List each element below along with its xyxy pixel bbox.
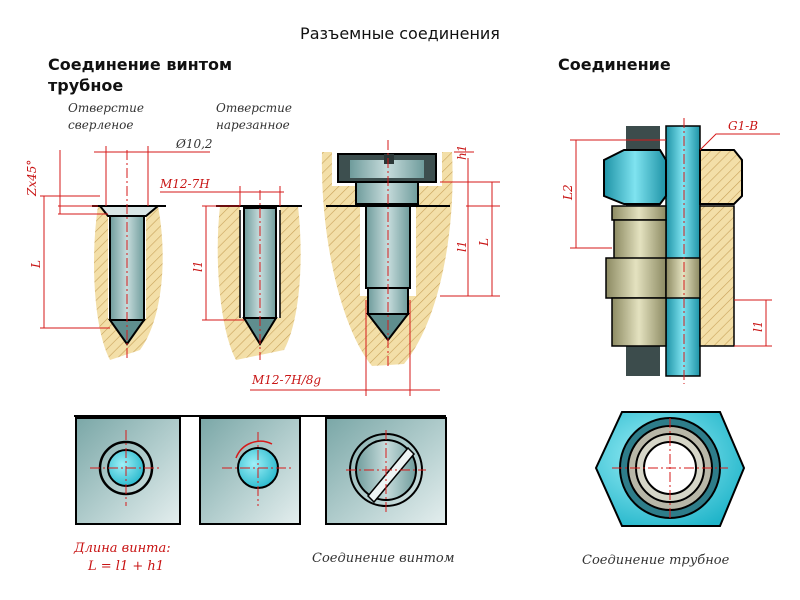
label-diameter: Ø10,2 xyxy=(175,137,213,151)
label-hole-threaded-1: Отверстие xyxy=(216,101,292,115)
label-hole-drilled-2: сверленое xyxy=(68,118,133,132)
page-title: Разъемные соединения xyxy=(300,24,500,43)
drilled-hole-section xyxy=(92,150,166,360)
label-length-l1-right: l1 xyxy=(455,241,469,252)
label-thread-fit: M12-7H/8g xyxy=(251,373,321,387)
top-dimensions xyxy=(40,146,500,417)
label-length-l1-pipe: l1 xyxy=(751,321,765,332)
label-hole-drilled-1: Отверстие xyxy=(68,101,144,115)
label-hole-threaded-2: нарезанное xyxy=(216,118,290,132)
label-length-L2: L2 xyxy=(561,184,575,201)
caption-pipe-connection: Соединение трубное xyxy=(582,553,730,568)
drilled-hole-top-view xyxy=(75,417,181,525)
label-length-h1: h1 xyxy=(455,145,469,160)
threaded-hole-top-view xyxy=(199,417,301,525)
label-thread-hole: M12-7H xyxy=(159,177,210,191)
label-length-L-right: L xyxy=(477,238,491,247)
caption-screw-length-1: Длина винта: xyxy=(73,541,171,556)
label-pipe-thread: G1-B xyxy=(728,119,758,133)
pipe-dimensions xyxy=(570,133,780,347)
pipe-connection-section xyxy=(603,118,743,384)
threaded-hole-section xyxy=(216,190,302,360)
pipe-nut-top-view xyxy=(594,411,746,527)
label-length-l1-mid: l1 xyxy=(191,261,205,272)
screw-head-top-view xyxy=(325,417,447,525)
label-chamfer: Zx45° xyxy=(25,160,39,197)
section-heading-screw: Соединение винтом трубное xyxy=(48,55,233,95)
caption-screw-length-2: L = l1 + h1 xyxy=(87,559,164,574)
label-length-L-left: L xyxy=(29,260,43,269)
section-heading-pipe: Соединение xyxy=(558,55,671,74)
screw-connection-section xyxy=(321,140,453,366)
caption-screw-connection: Соединение винтом xyxy=(312,551,455,566)
